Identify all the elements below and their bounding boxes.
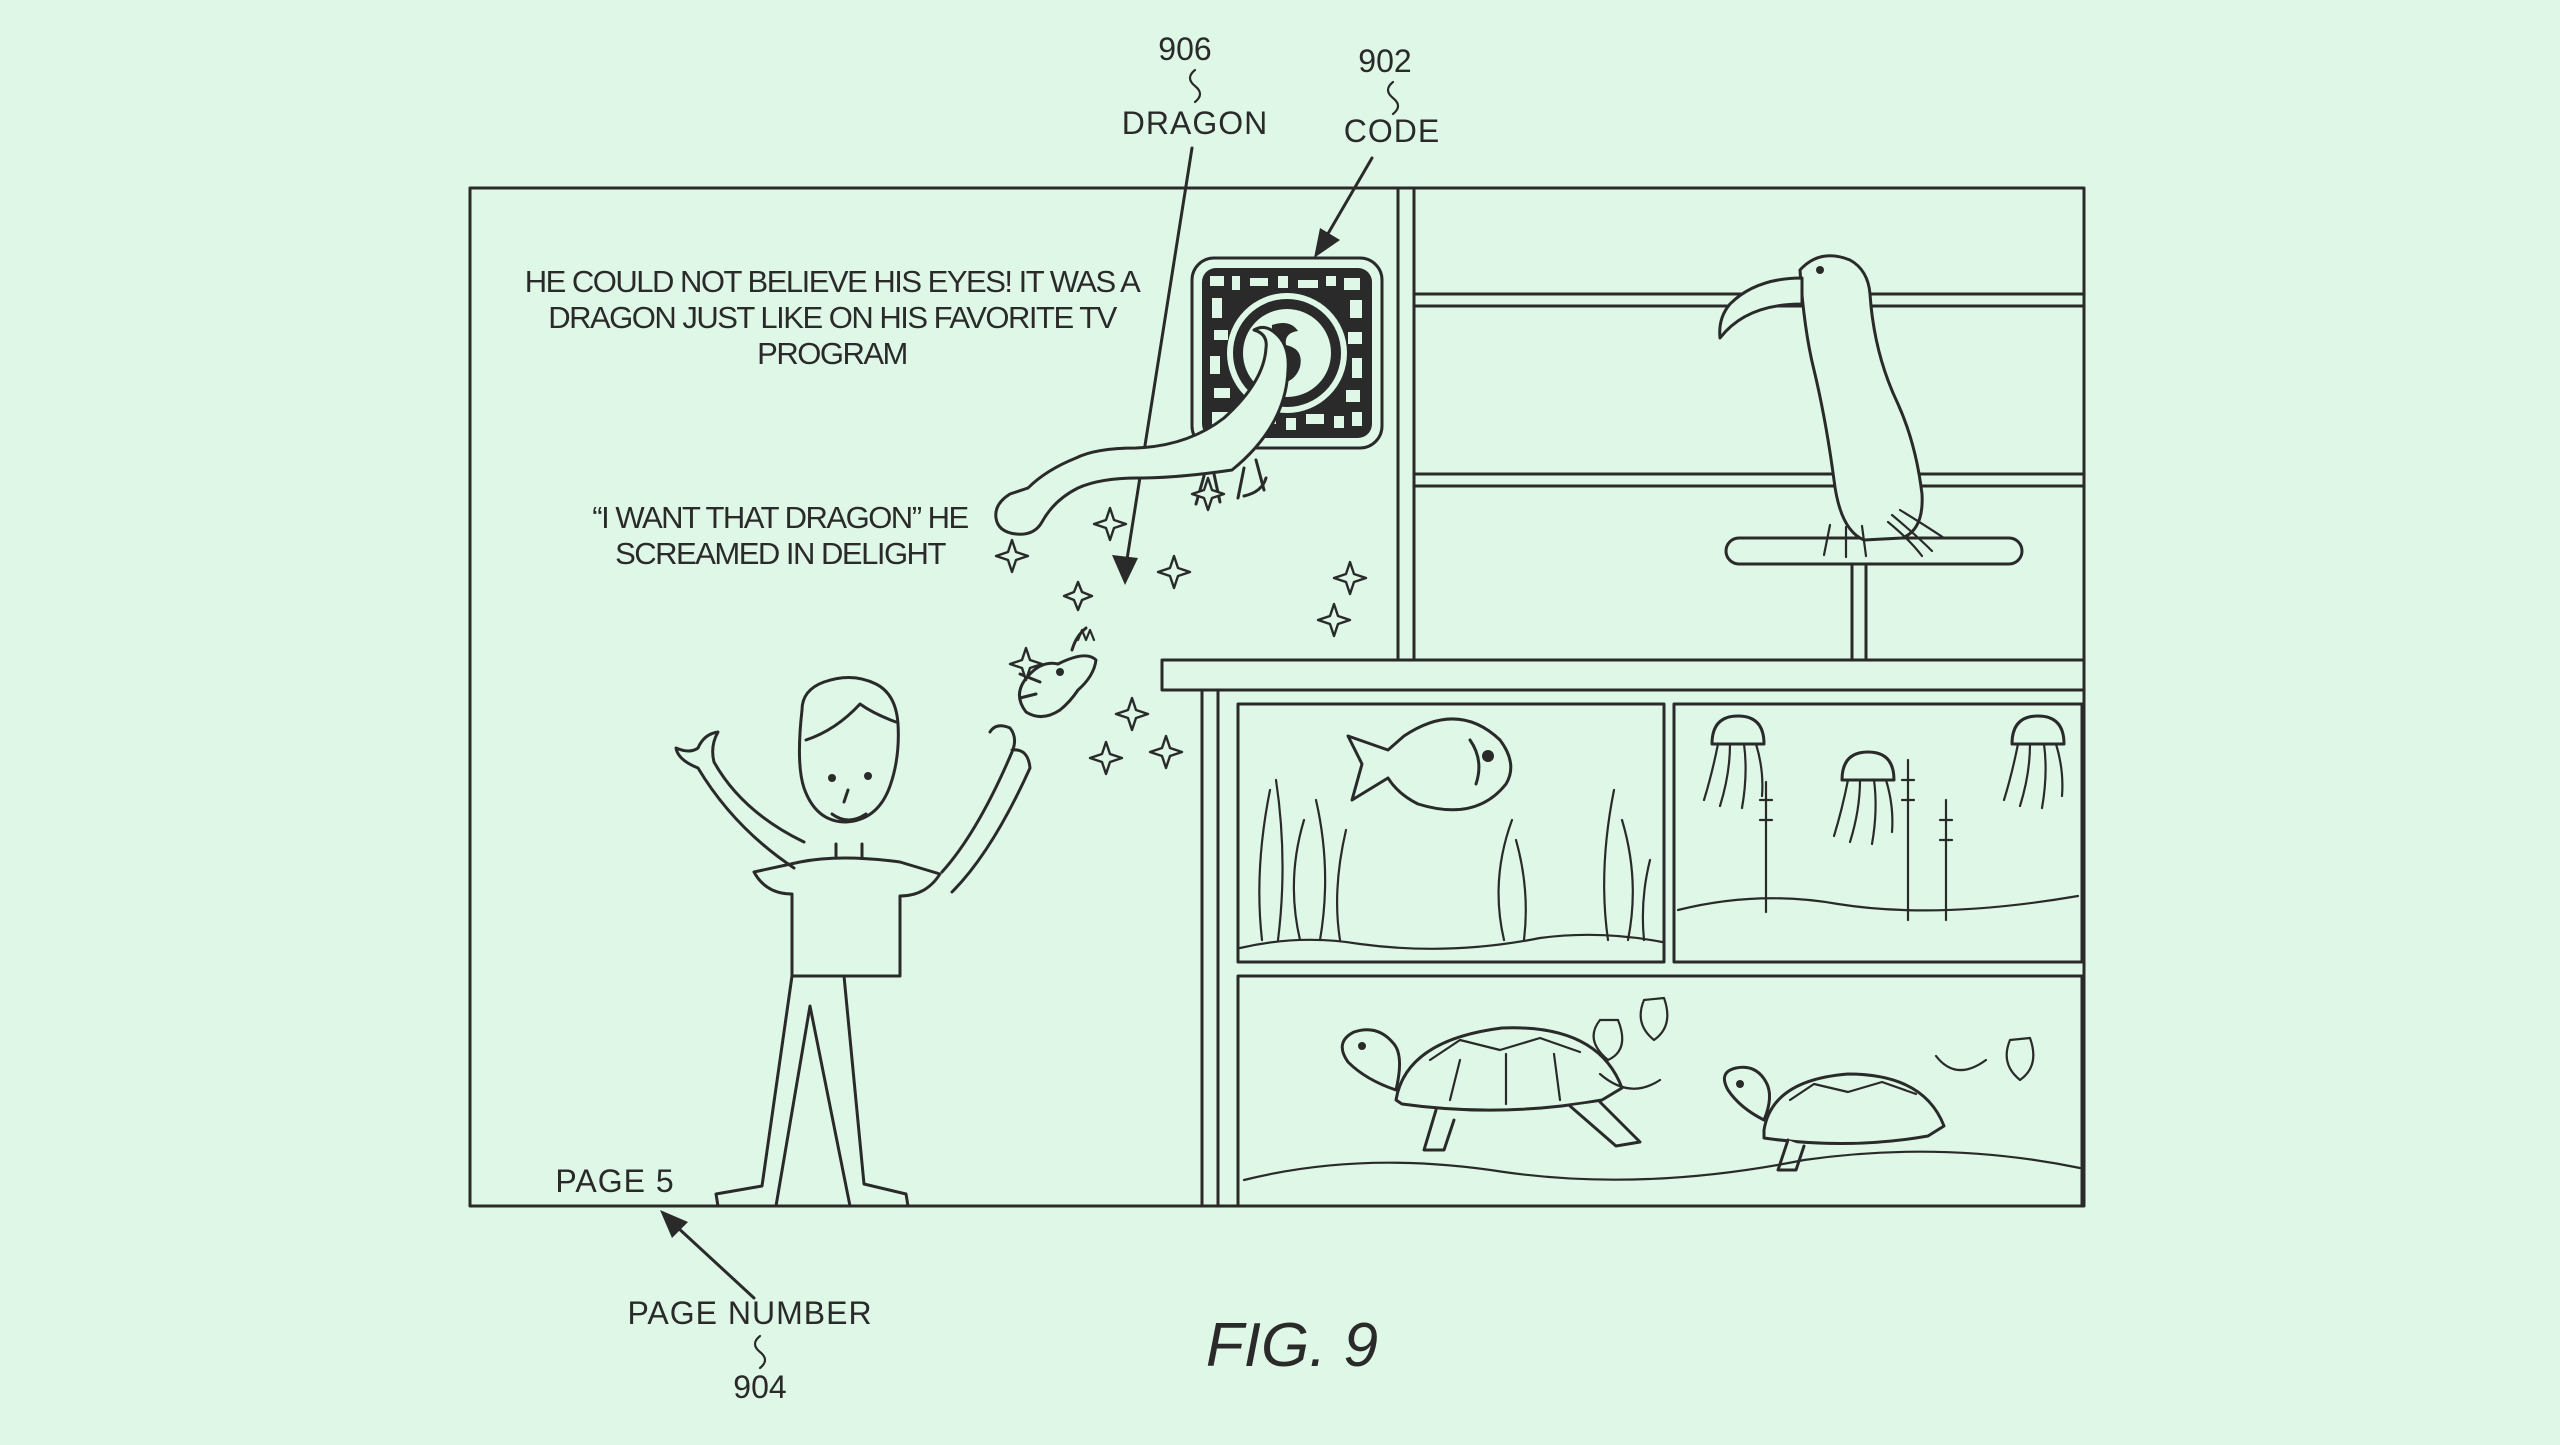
code-ref-number: 902: [1358, 43, 1411, 79]
quote-line-2: SCREAMED IN DELIGHT: [615, 536, 946, 571]
toucan-icon: [1718, 254, 1946, 559]
code-callout: 902 CODE: [1314, 43, 1440, 258]
jellyfish-icon: [1676, 714, 2080, 922]
story-line-1: HE COULD NOT BELIEVE HIS EYES! IT WAS A: [525, 264, 1141, 299]
page-label: PAGE 5: [555, 1163, 674, 1199]
boy-figure: [674, 676, 1032, 1208]
fish-icon: [1346, 717, 1513, 812]
quote-text: “I WANT THAT DRAGON” HE SCREAMED IN DELI…: [592, 500, 970, 571]
terrarium-plants: [1242, 996, 2082, 1182]
sparkle-icon: [994, 476, 1368, 776]
dragon-icon: [994, 325, 1290, 718]
turtle-icon: [1340, 1026, 1946, 1172]
page-number-ref-number: 904: [733, 1369, 786, 1405]
shelf-structure: [1160, 186, 2086, 1208]
dragon-callout: 906 DRAGON: [1112, 31, 1268, 585]
quote-line-1: “I WANT THAT DRAGON” HE: [592, 500, 968, 535]
dragon-callout-label: DRAGON: [1122, 105, 1268, 141]
page-number-callout-label: PAGE NUMBER: [627, 1295, 872, 1331]
story-text: HE COULD NOT BELIEVE HIS EYES! IT WAS A …: [525, 264, 1143, 371]
dragon-ref-number: 906: [1158, 31, 1211, 67]
code-callout-label: CODE: [1344, 113, 1440, 149]
story-line-3: PROGRAM: [757, 336, 907, 371]
page-number-callout: PAGE NUMBER 904: [627, 1210, 872, 1405]
story-line-2: DRAGON JUST LIKE ON HIS FAVORITE TV: [548, 300, 1117, 335]
figure-caption: FIG. 9: [1206, 1311, 1378, 1380]
aquarium-plants: [1238, 778, 1664, 950]
